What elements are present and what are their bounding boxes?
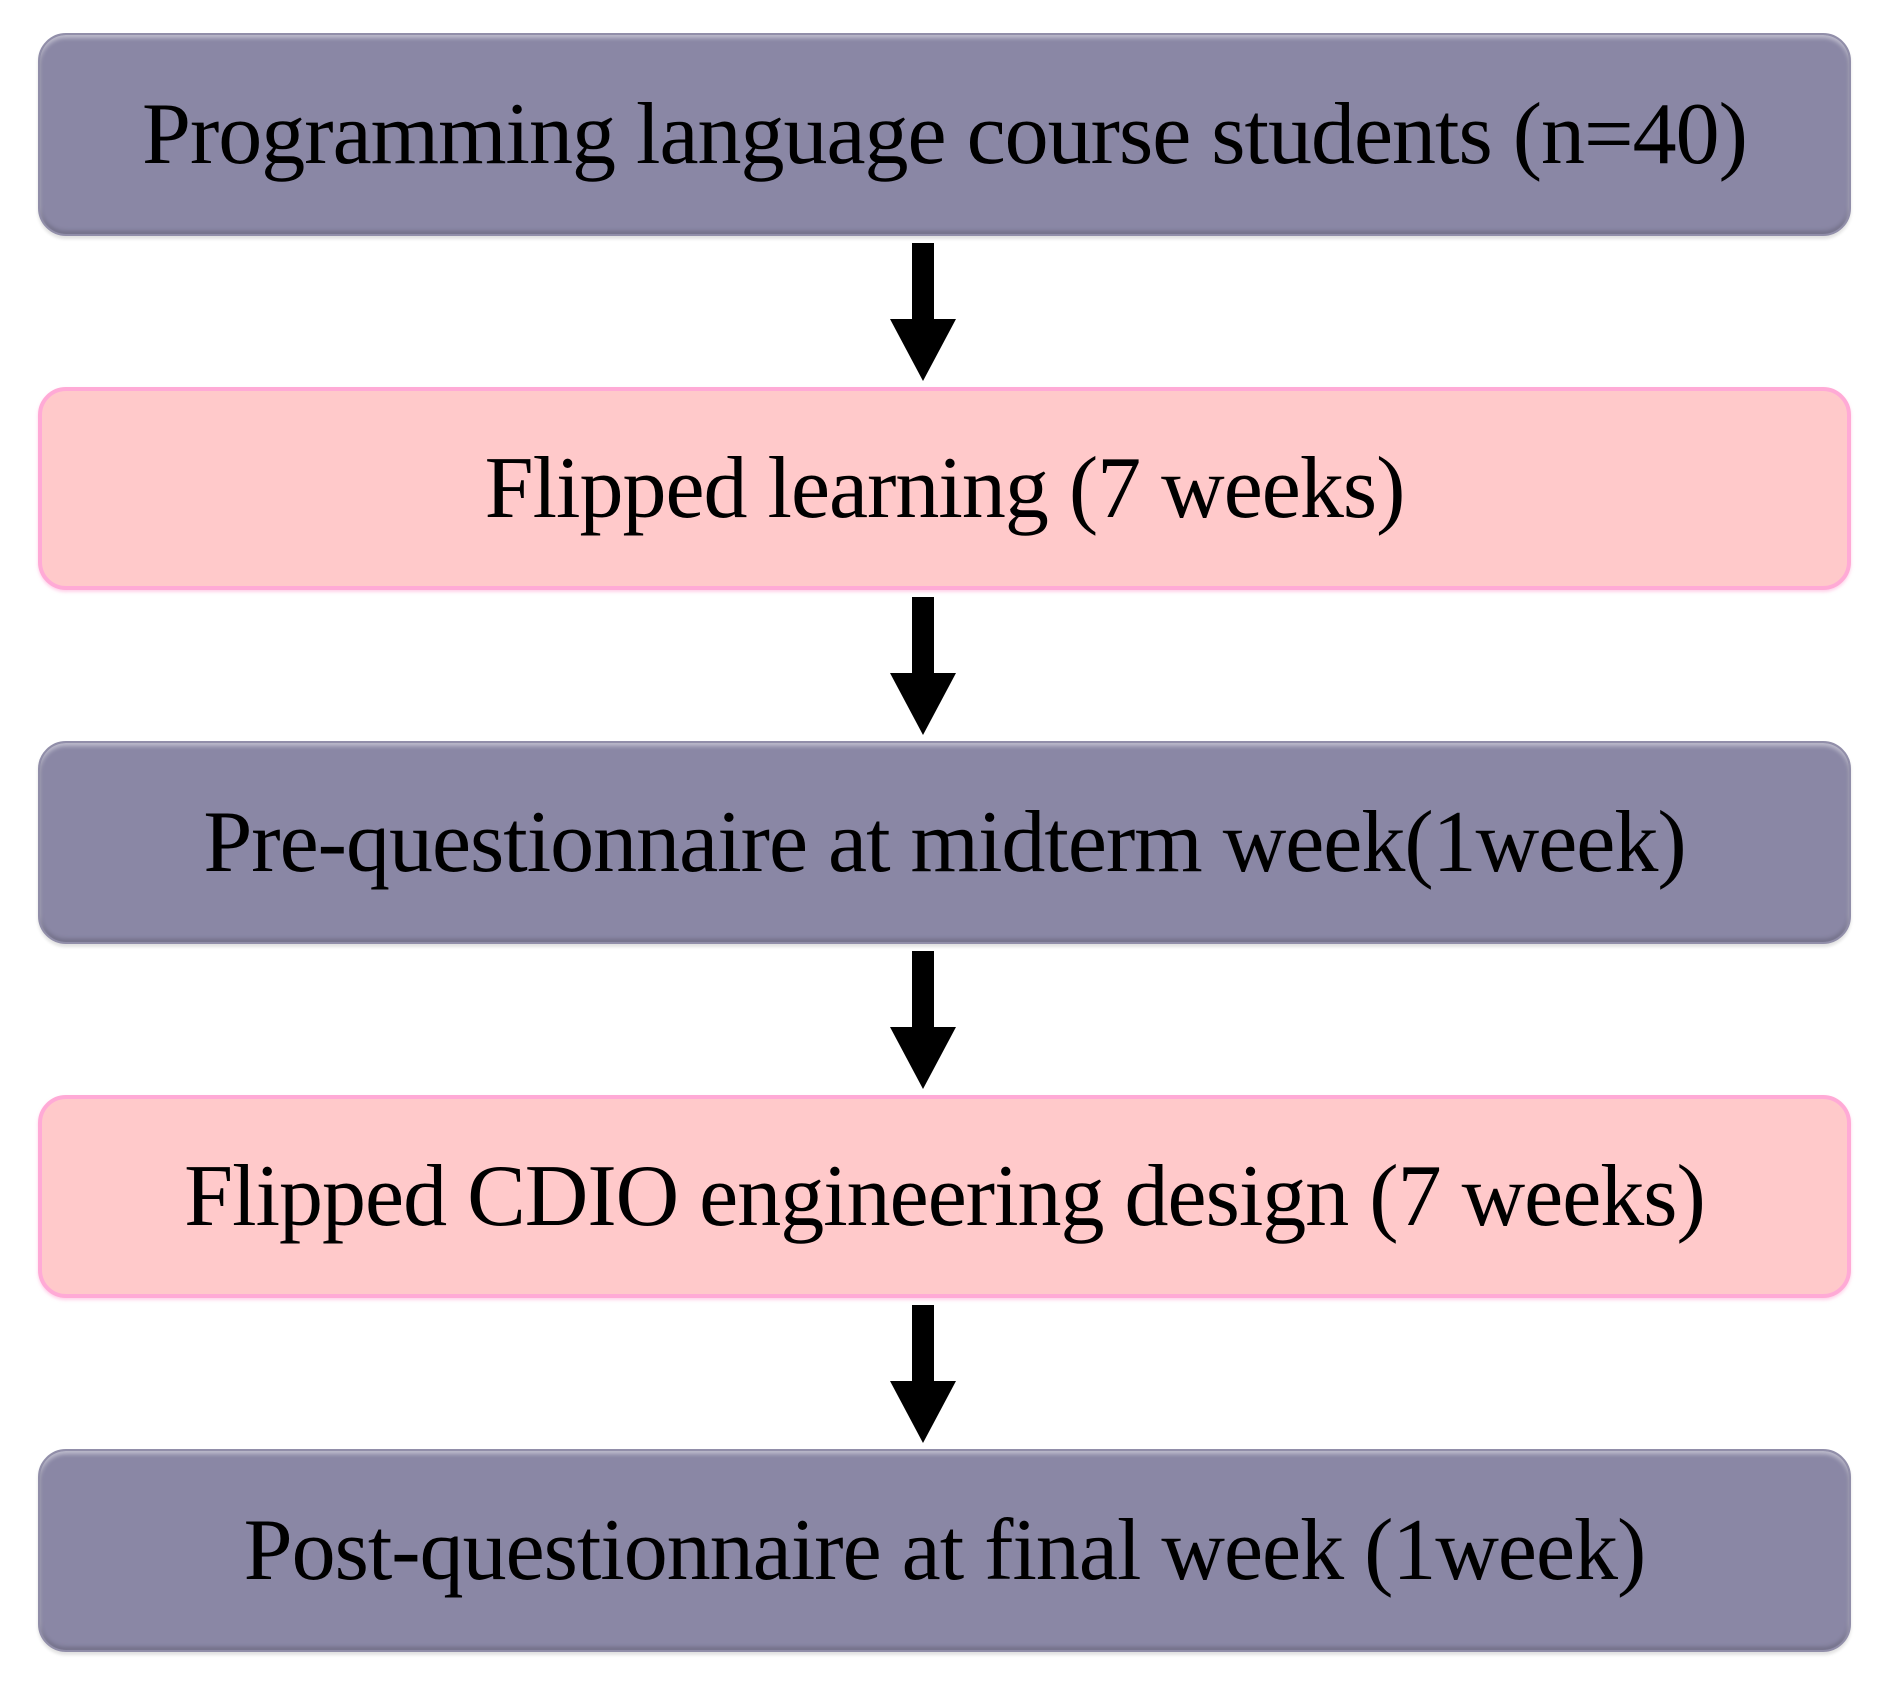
step-box-flipped-cdio: Flipped CDIO engineering design (7 weeks… <box>38 1095 1851 1298</box>
down-arrow-icon <box>889 1304 956 1443</box>
down-arrow-icon <box>889 242 956 381</box>
connector-row <box>38 1298 1851 1449</box>
step-label: Flipped learning (7 weeks) <box>484 439 1406 537</box>
step-label: Programming language course students (n=… <box>142 85 1748 183</box>
step-label: Post-questionnaire at final week (1week) <box>243 1501 1647 1599</box>
step-box-pre-questionnaire: Pre-questionnaire at midterm week(1week) <box>38 741 1851 944</box>
step-box-post-questionnaire: Post-questionnaire at final week (1week) <box>38 1449 1851 1652</box>
connector-row <box>38 236 1851 387</box>
step-box-participants: Programming language course students (n=… <box>38 33 1851 236</box>
down-arrow-icon <box>889 596 956 735</box>
connector-row <box>38 590 1851 741</box>
step-label: Pre-questionnaire at midterm week(1week) <box>203 793 1686 891</box>
down-arrow-icon <box>889 950 956 1089</box>
step-box-flipped-learning: Flipped learning (7 weeks) <box>38 387 1851 590</box>
connector-row <box>38 944 1851 1095</box>
step-label: Flipped CDIO engineering design (7 weeks… <box>184 1147 1706 1245</box>
